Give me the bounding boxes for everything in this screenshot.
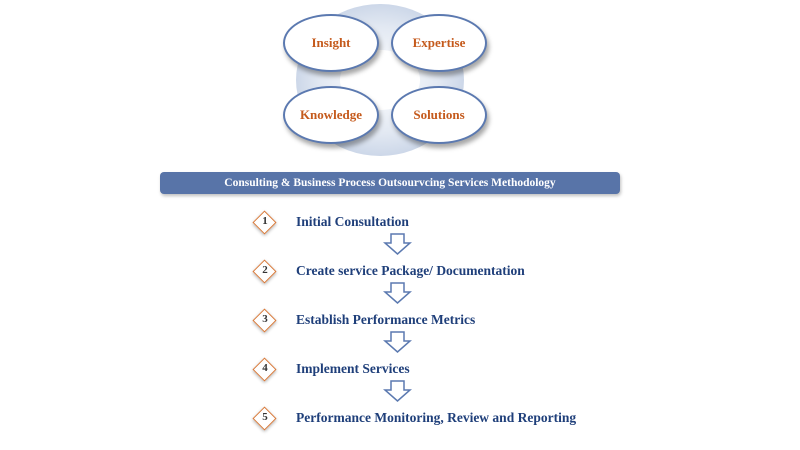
down-arrow-icon <box>383 282 412 304</box>
node-expertise-label: Expertise <box>412 35 466 50</box>
step-4-label: Implement Services <box>296 361 410 376</box>
step-2-label: Create service Package/ Documentation <box>296 263 525 278</box>
banner-title: Consulting & Business Process Outsourvci… <box>224 177 556 189</box>
node-expertise: Expertise <box>391 14 487 72</box>
step-1-number: 1 <box>262 215 268 227</box>
step-5-number: 5 <box>262 411 268 423</box>
methodology-banner: Consulting & Business Process Outsourvci… <box>160 172 620 194</box>
node-solutions-label: Solutions <box>413 107 465 122</box>
step-2-number: 2 <box>262 264 268 276</box>
step-3-number: 3 <box>262 313 268 325</box>
down-arrow-icon <box>383 233 412 255</box>
node-insight-label: Insight <box>311 35 351 50</box>
step-3-label: Establish Performance Metrics <box>296 312 476 327</box>
down-arrow-icon <box>383 380 412 402</box>
step-4-number: 4 <box>262 362 268 374</box>
step-5-label: Performance Monitoring, Review and Repor… <box>296 410 577 425</box>
node-knowledge-label: Knowledge <box>299 107 363 122</box>
node-knowledge: Knowledge <box>283 86 379 144</box>
node-solutions: Solutions <box>391 86 487 144</box>
step-1-label: Initial Consultation <box>296 214 409 229</box>
node-insight: Insight <box>283 14 379 72</box>
down-arrow-icon <box>383 331 412 353</box>
